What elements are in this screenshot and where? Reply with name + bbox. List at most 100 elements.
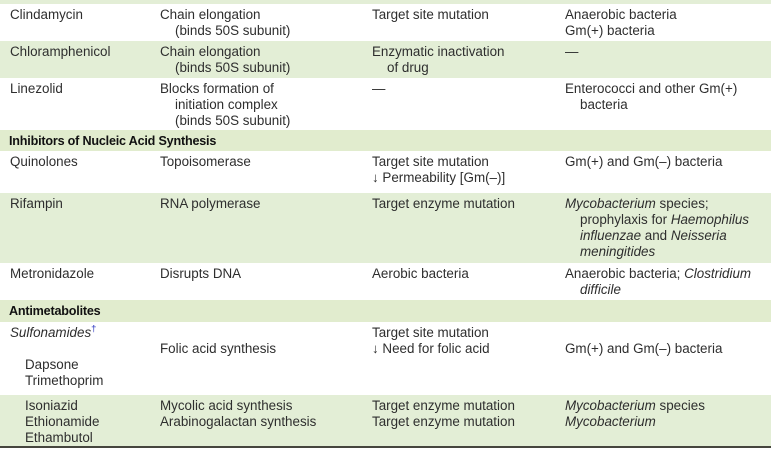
spectrum-cell: Mycobacterium species;prophylaxis for Ha… bbox=[555, 193, 771, 263]
text-segment: Enterococci and other Gm(+) bbox=[565, 81, 738, 96]
text-segment: Quinolones bbox=[10, 154, 78, 169]
section-title: Inhibitors of Nucleic Acid Synthesis bbox=[9, 133, 217, 148]
text-segment: Target enzyme mutation bbox=[372, 414, 515, 429]
text-line: Ethambutol bbox=[10, 430, 144, 446]
text-line: Gm(+) bacteria bbox=[565, 23, 765, 39]
text-segment: Enzymatic inactivation bbox=[372, 44, 505, 59]
text-segment: — bbox=[565, 44, 579, 59]
text-segment: ↓ Permeability [Gm(–)] bbox=[372, 170, 506, 185]
text-segment: Gm(+) and Gm(–) bacteria bbox=[565, 154, 723, 169]
text-segment: Disrupts DNA bbox=[160, 266, 242, 281]
text-segment: Gm(+) bacteria bbox=[565, 23, 655, 38]
text-line: RNA polymerase bbox=[160, 196, 356, 212]
text-line: Blocks formation of bbox=[160, 81, 356, 97]
partial-row-top bbox=[0, 0, 771, 4]
text-line: Disrupts DNA bbox=[160, 266, 356, 282]
text-line: (binds 50S subunit) bbox=[160, 60, 356, 76]
text-line: of drug bbox=[372, 60, 549, 76]
text-line: Mycobacterium species bbox=[565, 398, 765, 414]
text-segment: Gm(+) and Gm(–) bacteria bbox=[565, 341, 723, 356]
text-line: Chain elongation bbox=[160, 7, 356, 23]
text-segment: RNA polymerase bbox=[160, 196, 261, 211]
text-segment: Anaerobic bacteria bbox=[565, 7, 677, 22]
text-line: Rifampin bbox=[10, 196, 144, 212]
text-segment: Aerobic bacteria bbox=[372, 266, 469, 281]
text-segment: Blocks formation of bbox=[160, 81, 274, 96]
text-segment: — bbox=[372, 81, 386, 96]
text-segment: meningitides bbox=[580, 244, 656, 259]
site-of-action-cell: Disrupts DNA bbox=[150, 263, 362, 300]
text-line: Mycolic acid synthesis bbox=[160, 398, 356, 414]
text-segment: Mycobacterium bbox=[565, 398, 656, 413]
text-segment: Chain elongation bbox=[160, 7, 261, 22]
text-segment: Mycolic acid synthesis bbox=[160, 398, 293, 413]
text-line: Gm(+) and Gm(–) bacteria bbox=[565, 341, 765, 357]
resistance-mechanism-cell: Target enzyme mutation bbox=[362, 193, 555, 263]
table-row: Metronidazole Disrupts DNA Aerobic bacteri… bbox=[0, 263, 771, 300]
text-segment: Trimethoprim bbox=[25, 373, 104, 388]
text-line: Chain elongation bbox=[160, 44, 356, 60]
resistance-mechanism-cell: Target site mutation↓ Permeability [Gm(–… bbox=[362, 151, 555, 193]
text-segment: (binds 50S subunit) bbox=[175, 23, 291, 38]
text-line: Linezolid bbox=[10, 81, 144, 97]
text-segment: Target site mutation bbox=[372, 7, 489, 22]
text-line: influenzae and Neisseria bbox=[565, 228, 765, 244]
agent-cell: Rifampin bbox=[0, 193, 150, 263]
text-segment: ↓ Need for folic acid bbox=[372, 341, 490, 356]
dagger-footnote-marker: † bbox=[91, 323, 97, 335]
text-line: Clindamycin bbox=[10, 7, 144, 23]
text-line: initiation complex bbox=[160, 97, 356, 113]
text-segment: Arabinogalactan synthesis bbox=[160, 414, 317, 429]
text-line: Anaerobic bacteria; Clostridium bbox=[565, 266, 765, 282]
section-title: Antimetabolites bbox=[9, 304, 101, 318]
text-line: — bbox=[565, 44, 765, 60]
section-header-row: Antimetabolites bbox=[0, 300, 771, 322]
text-line: Gm(+) and Gm(–) bacteria bbox=[565, 154, 765, 170]
text-line: meningitides bbox=[565, 244, 765, 260]
text-segment: Dapsone bbox=[25, 357, 79, 372]
text-line: Metronidazole bbox=[10, 266, 144, 282]
text-segment: Sulfonamides bbox=[10, 325, 92, 340]
text-line: Topoisomerase bbox=[160, 154, 356, 170]
text-line bbox=[160, 325, 356, 341]
text-line: Mycobacterium species; bbox=[565, 196, 765, 212]
text-line: Trimethoprim bbox=[10, 373, 144, 389]
text-segment: Isoniazid bbox=[25, 398, 78, 413]
text-line: Arabinogalactan synthesis bbox=[160, 414, 356, 430]
text-line: Sulfonamides† bbox=[10, 323, 144, 341]
resistance-mechanism-cell: Aerobic bacteria bbox=[362, 263, 555, 300]
text-line: Enzymatic inactivation bbox=[372, 44, 549, 60]
text-segment: Mycobacterium bbox=[565, 196, 656, 211]
text-segment: Neisseria bbox=[670, 228, 727, 243]
resistance-mechanism-cell: Target site mutation↓ Need for folic aci… bbox=[362, 322, 555, 395]
text-line: prophylaxis for Haemophilus bbox=[565, 212, 765, 228]
text-line: Target site mutation bbox=[372, 325, 549, 341]
text-segment: difficile bbox=[580, 282, 621, 297]
table-row: Clindamycin Chain elongation(binds 50S su… bbox=[0, 4, 771, 41]
text-segment: Folic acid synthesis bbox=[160, 341, 277, 356]
text-segment: Topoisomerase bbox=[160, 154, 251, 169]
text-line: Isoniazid bbox=[10, 398, 144, 414]
site-of-action-cell: Chain elongation(binds 50S subunit) bbox=[150, 4, 362, 41]
text-line: Target enzyme mutation bbox=[372, 398, 549, 414]
agent-cell: Clindamycin bbox=[0, 4, 150, 41]
text-segment: initiation complex bbox=[175, 97, 278, 112]
spectrum-cell: Gm(+) and Gm(–) bacteria bbox=[555, 322, 771, 395]
text-segment: species; bbox=[655, 196, 709, 211]
site-of-action-cell: RNA polymerase bbox=[150, 193, 362, 263]
table-bottom-rule bbox=[0, 446, 771, 448]
text-segment: Target enzyme mutation bbox=[372, 398, 515, 413]
text-segment: Metronidazole bbox=[10, 266, 95, 281]
site-of-action-cell: Folic acid synthesis bbox=[150, 322, 362, 395]
text-line: ↓ Permeability [Gm(–)] bbox=[372, 170, 549, 186]
text-line: Chloramphenicol bbox=[10, 44, 144, 60]
